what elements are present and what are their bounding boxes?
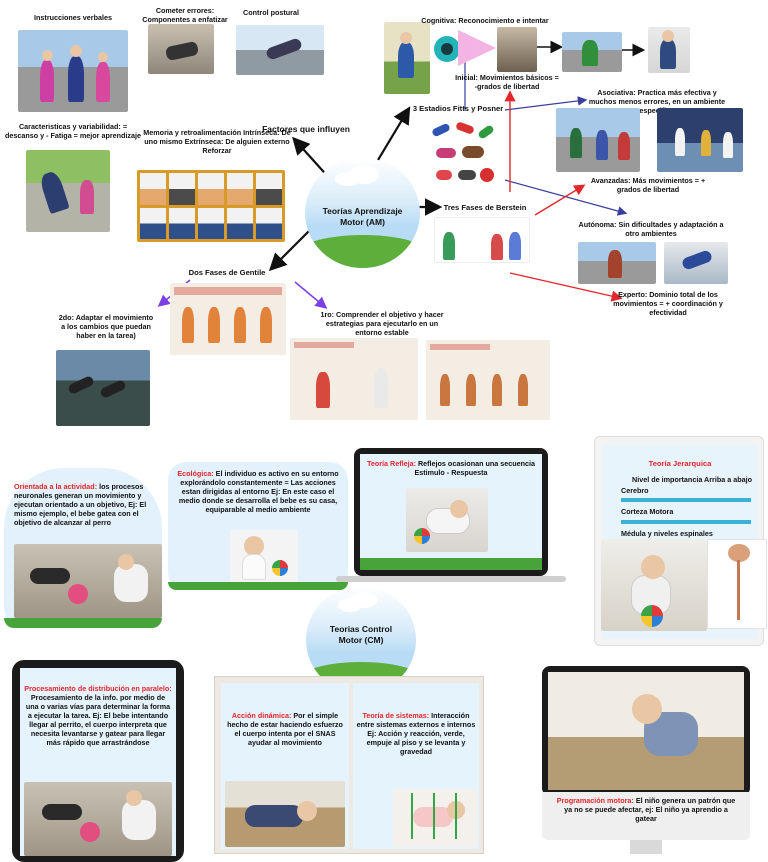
- asociativa-photo-2: [657, 108, 743, 172]
- cognitiva-photo: [497, 27, 537, 72]
- control-postural-photo: [236, 25, 324, 75]
- programacion-text: Programación motora: El niño genera un p…: [556, 796, 736, 823]
- distribucion-tablet: Procesamiento de distribución en paralel…: [12, 660, 184, 862]
- inicial-label: Inicial: Movimientos básicos = -grados d…: [455, 73, 559, 91]
- nervous-system-diagram: [707, 539, 767, 629]
- memoria-label: Memoria y retroalimentación Intrínseca: …: [143, 128, 291, 155]
- refleja-monitor-stand: [336, 576, 566, 582]
- primera-fase-label: 1ro: Comprender el objetivo y hacer estr…: [320, 310, 444, 337]
- distribucion-photo: [24, 782, 172, 856]
- asociativa-photo-1: [556, 108, 640, 172]
- sistemas-page: Teoría de sistemas: Interacción entre si…: [353, 683, 479, 849]
- orientada-card: Orientada a la actividad: los procesos n…: [4, 468, 162, 628]
- instrucciones-label: Instrucciones verbales: [34, 13, 112, 22]
- refleja-monitor: Teoría Refleja: Reflejos ocasionan una s…: [354, 448, 548, 576]
- book-panel: Acción dinámica: Por el simple hecho de …: [214, 676, 484, 854]
- refleja-body: Reflejos ocasionan una secuencia Estimul…: [414, 459, 536, 477]
- refleja-photo: [406, 488, 488, 552]
- instrucciones-photo: [18, 30, 128, 112]
- cometer-errores-photo: [148, 24, 214, 74]
- primera-fase-photo-1: [290, 338, 418, 420]
- ecologica-text: Ecológica: El individuo es activo en su …: [172, 469, 344, 514]
- eye-icon: [434, 36, 460, 62]
- distribucion-title: Procesamiento de distribución en paralel…: [24, 684, 172, 693]
- sports-icons: [428, 120, 500, 192]
- fitts-photo-2: [562, 32, 622, 72]
- cognitiva-label: Cognitiva: Reconocimiento e intentar: [421, 16, 549, 25]
- arrow-to-avanzadas: [534, 184, 586, 216]
- orientada-body: los procesos neuronales generan un movim…: [14, 482, 147, 527]
- jerarquica-title: Teoría Jerarquica: [648, 459, 712, 468]
- programacion-title: Programación motora:: [556, 796, 634, 805]
- sistemas-title: Teoría de sistemas:: [362, 711, 430, 720]
- distribucion-body: Procesamiento de la info. por medio de u…: [25, 693, 171, 747]
- caracteristicas-label: Caracteristicas y variabilidad: = descan…: [4, 122, 141, 140]
- programacion-monitor: [542, 666, 750, 796]
- berstein-label: Tres Fases de Berstein: [443, 203, 527, 212]
- segunda-fase-label: 2do: Adaptar el movimiento a los cambios…: [58, 313, 154, 340]
- ecologica-body: El individuo es activo en su entorno exp…: [178, 469, 339, 514]
- orientada-text: Orientada a la actividad: los procesos n…: [14, 482, 154, 527]
- programacion-bezel: Programación motora: El niño genera un p…: [542, 792, 750, 840]
- jer-level-corteza: Corteza Motora: [621, 507, 674, 516]
- orientada-title: Orientada a la actividad:: [14, 482, 98, 491]
- primera-fase-photo-2: [426, 340, 550, 420]
- sistemas-body: Interacción entre sistemas externos e in…: [356, 711, 476, 756]
- distribucion-screen: Procesamiento de distribución en paralel…: [20, 668, 176, 856]
- arrow-to-primera: [294, 281, 328, 309]
- arrow-to-fitts: [377, 106, 411, 161]
- jer-level-cerebro: Cerebro: [621, 486, 649, 495]
- ecologica-card: Ecológica: El individuo es activo en su …: [168, 462, 348, 590]
- dinamica-text: Acción dinámica: Por el simple hecho de …: [225, 711, 345, 747]
- gentile-illustration: [170, 283, 286, 355]
- memoria-photo-grid: [137, 170, 285, 242]
- programacion-screen: [548, 672, 744, 790]
- factores-label: Factores que influyen: [262, 124, 350, 134]
- arrow-to-experto: [509, 272, 623, 302]
- orientada-photo: [14, 544, 162, 618]
- autonoma-photo-1: [578, 242, 656, 284]
- dinamica-title: Acción dinámica:: [231, 711, 292, 720]
- sistemas-photo: [393, 789, 477, 847]
- jerarquica-subtitle: Nivel de importancia Arriba a abajo: [632, 475, 752, 484]
- jer-level-medula: Médula y niveles espinales: [621, 529, 713, 538]
- caracteristicas-photo: [26, 150, 110, 232]
- sistemas-text: Teoría de sistemas: Interacción entre si…: [355, 711, 477, 756]
- programacion-stand: [630, 840, 662, 854]
- fitts-photo-3: [648, 27, 690, 73]
- segunda-fase-photo: [56, 350, 150, 426]
- jerarquica-photo: [601, 539, 707, 631]
- autonoma-photo-2: [664, 242, 728, 284]
- refleja-title: Teoría Refleja:: [366, 459, 416, 468]
- distribucion-text: Procesamiento de distribución en paralel…: [24, 684, 172, 747]
- cometer-errores-label: Cometer errores: Componentes a enfatizar: [142, 6, 228, 24]
- arrow-to-asociativa: [504, 96, 588, 111]
- am-center-cloud: Teorías Aprendizaje Motor (AM): [305, 158, 420, 268]
- autonoma-label: Autónoma: Sin dificultades y adaptación …: [578, 220, 724, 238]
- refleja-text: Teoría Refleja: Reflejos ocasionan una s…: [362, 459, 540, 477]
- spinal-cord-icon: [737, 560, 740, 620]
- berstein-illustration: [434, 217, 530, 263]
- fitts-child-photo: [384, 22, 430, 94]
- refleja-screen: Teoría Refleja: Reflejos ocasionan una s…: [360, 454, 542, 570]
- ecologica-title: Ecológica:: [177, 469, 214, 478]
- cm-center-title: Teorias Control Motor (CM): [329, 624, 393, 646]
- am-center-title: Teorías Aprendizaje Motor (AM): [322, 206, 403, 228]
- dinamica-body: Por el simple hecho de estar haciendo es…: [227, 711, 343, 747]
- dinamica-photo: [225, 781, 345, 847]
- experto-label: Experto: Dominio total de los movimiento…: [613, 290, 723, 317]
- jerarquica-tablet: Teoría Jerarquica Nivel de importancia A…: [594, 436, 767, 646]
- ecologica-photo: [230, 530, 298, 584]
- vision-cone-icon: [458, 30, 496, 66]
- dinamica-page: Acción dinámica: Por el simple hecho de …: [221, 683, 349, 849]
- gentile-label: Dos Fases de Gentile: [188, 268, 266, 277]
- control-postural-label: Control postural: [243, 8, 299, 17]
- programacion-body: El niño genera un patrón que ya no se pu…: [564, 796, 736, 823]
- brain-icon: [728, 544, 750, 562]
- fitts-label: 3 Estadios Fitts y Posner: [412, 104, 504, 113]
- avanzadas-label: Avanzadas: Más movimientos = + grados de…: [590, 176, 706, 194]
